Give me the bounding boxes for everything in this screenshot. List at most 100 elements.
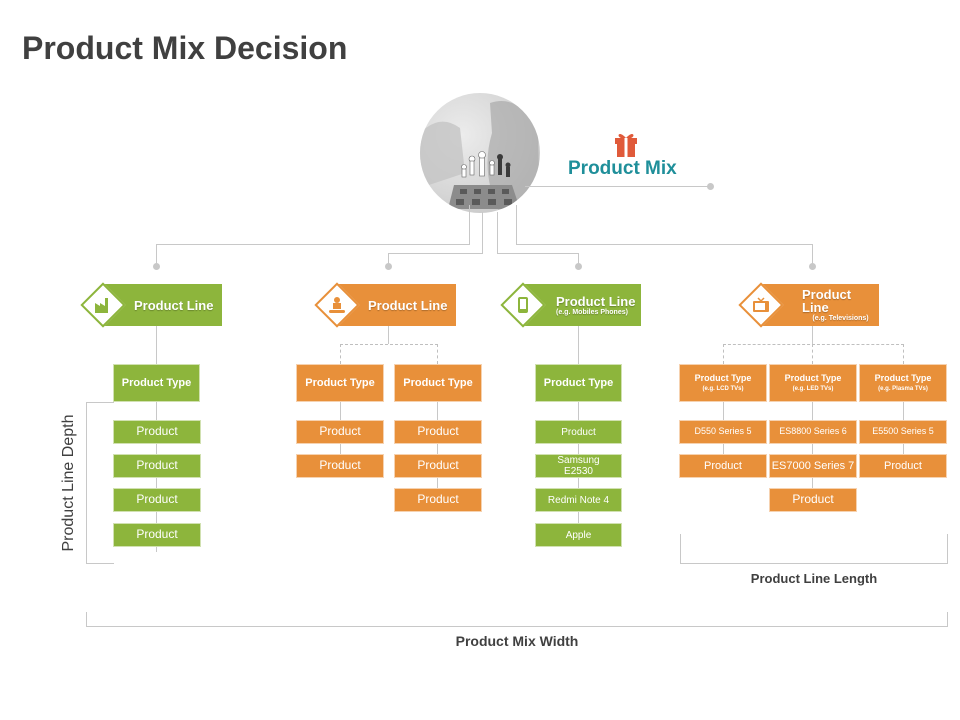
connector-dot [385,263,392,270]
product-label: Redmi Note 4 [547,494,610,506]
connector-line [469,205,470,245]
product-label: Product [136,492,178,507]
product-type-box: Product Type [296,364,384,402]
product-box: ES8800 Series 6 [769,420,857,444]
product-type-box: Product Type (e.g. LCD TVs) [679,364,767,402]
connector-line [516,244,813,245]
product-box: Product [535,420,622,444]
product-box: Redmi Note 4 [535,488,622,512]
product-line-label: Product Line [368,297,448,313]
product-label: Samsung E2530 [557,455,600,477]
product-box: Product [296,420,384,444]
product-label: Apple [565,529,592,541]
product-box: Samsung E2530 [535,454,622,478]
connector-dot [809,263,816,270]
product-type-label: Product Type [121,376,192,389]
gift-icon [613,128,639,158]
product-box: Product [113,454,201,478]
connector-line [156,244,157,266]
product-mix-label: Product Mix [568,158,677,179]
connector-line [388,326,389,344]
connector-line [497,212,498,254]
product-label: Product [561,426,596,438]
connector-dot [707,183,714,190]
dashed-connector [437,344,438,364]
product-line-label: Product Line [134,297,214,313]
connector-dot [575,263,582,270]
factory-icon [91,293,115,317]
product-type-label: Product Type [543,376,614,389]
product-box: ES7000 Series 7 [769,454,857,478]
connector-line [578,253,579,266]
connector-dot [153,263,160,270]
product-label: Product [884,459,922,472]
product-label: Product [319,424,361,439]
product-box: Product [394,420,482,444]
page-title: Product Mix Decision [22,30,348,66]
product-line-label: Product Line [802,287,852,315]
product-box: Product [113,420,201,444]
product-type-sub: (e.g. LED TVs) [792,385,834,392]
conveyor-icon [325,293,349,317]
product-type-box: Product Type [394,364,482,402]
connector-line [497,253,579,254]
product-label: Product [136,527,178,542]
connector-line [388,253,483,254]
product-type-label: Product Type [694,372,752,383]
product-label: D550 Series 5 [694,426,752,437]
dashed-connector [723,344,724,364]
chess-photo [420,93,540,213]
product-label: Product [417,458,459,473]
connector-line [156,244,470,245]
product-type-label: Product Type [305,376,375,389]
product-type-label: Product Type [874,372,932,383]
product-box: Product [859,454,947,478]
width-bracket [86,612,948,627]
dashed-connector [723,344,904,345]
product-box: Product [296,454,384,478]
product-type-box: Product Type (e.g. Plasma TVs) [859,364,947,402]
product-label: ES8800 Series 6 [779,426,847,437]
product-type-box: Product Type [535,364,622,402]
connector-line [812,326,813,344]
connector-line [812,244,813,266]
length-bracket [680,534,948,564]
dashed-connector [812,344,813,364]
product-label: Product [136,424,178,439]
product-box: Product [769,488,857,512]
product-label: Product [792,492,834,507]
product-type-label: Product Type [784,372,842,383]
product-label: Product [704,459,742,472]
connector-line [437,402,438,500]
product-label: Product [417,424,459,439]
product-box: Product [394,454,482,478]
connector-line [812,402,813,500]
television-icon [749,293,773,317]
product-box: Product [113,488,201,512]
product-box: E5500 Series 5 [859,420,947,444]
connector-line [388,253,389,266]
product-label: Product [417,492,459,507]
product-type-box: Product Type [113,364,200,402]
product-line-label: Product Line [556,293,636,309]
product-label: Product [319,458,361,473]
product-line-sub: (e.g. Televisions) [812,315,869,322]
dashed-connector [340,344,341,364]
dashed-connector [340,344,438,345]
product-type-label: Product Type [403,376,473,389]
product-type-sub: (e.g. LCD TVs) [702,385,744,392]
mobile-phone-icon [511,293,535,317]
product-box: Apple [535,523,622,547]
product-label: Product [136,458,178,473]
product-label: E5500 Series 5 [872,426,934,437]
product-box: Product [394,488,482,512]
connector-line [516,205,517,245]
product-type-sub: (e.g. Plasma TVs) [878,385,928,392]
product-box: Product [113,523,201,547]
product-type-box: Product Type (e.g. LED TVs) [769,364,857,402]
product-box: D550 Series 5 [679,420,767,444]
length-label: Product Line Length [750,571,878,586]
connector-line [525,186,711,187]
width-label: Product Mix Width [455,633,579,649]
product-label: ES7000 Series 7 [771,459,855,472]
